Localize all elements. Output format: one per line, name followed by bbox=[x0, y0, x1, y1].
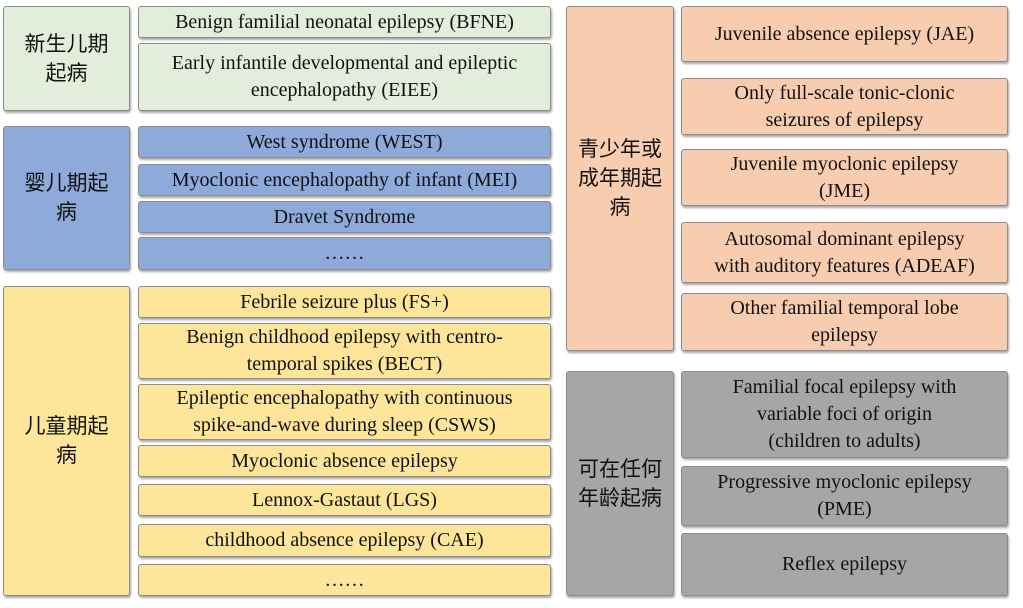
node-ffevf: Familial focal epilepsy with variable fo… bbox=[681, 371, 1008, 458]
category-label: 新生儿期 起病 bbox=[24, 31, 109, 85]
node-label: …… bbox=[324, 242, 365, 264]
node-csws: Epileptic encephalopathy with continuous… bbox=[138, 384, 551, 440]
node-label: Dravet Syndrome bbox=[273, 205, 416, 228]
node-lgs: Lennox-Gastaut (LGS) bbox=[138, 484, 551, 516]
category-label: 青少年或 成年期起 病 bbox=[578, 137, 662, 219]
node-label: Epileptic encephalopathy with continuous… bbox=[176, 387, 513, 436]
category-adolescent-adult-onset: 青少年或 成年期起 病 bbox=[566, 6, 674, 351]
node-label: childhood absence epilepsy (CAE) bbox=[205, 529, 484, 551]
node-mei: Myoclonic encephalopathy of infant (MEI) bbox=[138, 164, 551, 196]
node-west: West syndrome (WEST) bbox=[138, 126, 551, 158]
category-infant-onset: 婴儿期起 病 bbox=[3, 126, 130, 270]
node-bfne: Benign familial neonatal epilepsy (BFNE) bbox=[138, 6, 551, 38]
node-fs-plus: Febrile seizure plus (FS+) bbox=[138, 286, 551, 318]
category-any-age-onset: 可在任何 年龄起病 bbox=[566, 371, 674, 596]
node-label: Juvenile myoclonic epilepsy (JME) bbox=[730, 152, 959, 202]
node-adeaf: Autosomal dominant epilepsy with auditor… bbox=[681, 222, 1008, 283]
node-gtcs-only: Only full-scale tonic-clonic seizures of… bbox=[681, 78, 1008, 135]
node-bect: Benign childhood epilepsy with centro- t… bbox=[138, 323, 551, 379]
node-infant-more: …… bbox=[138, 237, 551, 270]
node-label: Lennox-Gastaut (LGS) bbox=[252, 488, 437, 511]
category-label: 可在任何 年龄起病 bbox=[578, 456, 662, 510]
node-label: Autosomal dominant epilepsy with auditor… bbox=[714, 227, 975, 277]
node-label: Only full-scale tonic-clonic seizures of… bbox=[734, 81, 955, 131]
node-label: West syndrome (WEST) bbox=[246, 130, 443, 153]
node-label: Familial focal epilepsy with variable fo… bbox=[732, 376, 957, 452]
node-cae: childhood absence epilepsy (CAE) bbox=[138, 524, 551, 557]
node-familial-temporal: Other familial temporal lobe epilepsy bbox=[681, 293, 1008, 351]
node-label: Reflex epilepsy bbox=[782, 553, 907, 575]
node-label: Juvenile absence epilepsy (JAE) bbox=[714, 22, 975, 45]
node-label: …… bbox=[324, 568, 365, 591]
node-label: Progressive myoclonic epilepsy (PME) bbox=[717, 471, 972, 520]
node-pme: Progressive myoclonic epilepsy (PME) bbox=[681, 466, 1008, 526]
node-myoclonic-absence: Myoclonic absence epilepsy bbox=[138, 445, 551, 477]
category-label: 婴儿期起 病 bbox=[24, 171, 109, 224]
node-label: Benign familial neonatal epilepsy (BFNE) bbox=[175, 10, 514, 33]
node-label: Myoclonic encephalopathy of infant (MEI) bbox=[171, 168, 518, 191]
category-neonatal-onset: 新生儿期 起病 bbox=[3, 6, 130, 111]
node-label: Benign childhood epilepsy with centro- t… bbox=[186, 326, 503, 375]
category-childhood-onset: 儿童期起 病 bbox=[3, 286, 130, 596]
node-label: Myoclonic absence epilepsy bbox=[231, 449, 458, 472]
node-dravet: Dravet Syndrome bbox=[138, 201, 551, 233]
node-label: Febrile seizure plus (FS+) bbox=[240, 290, 449, 313]
node-label: Other familial temporal lobe epilepsy bbox=[730, 297, 959, 346]
node-label: Early infantile developmental and epilep… bbox=[171, 52, 518, 101]
node-eiee: Early infantile developmental and epilep… bbox=[138, 43, 551, 111]
node-jae: Juvenile absence epilepsy (JAE) bbox=[681, 6, 1008, 62]
category-label: 儿童期起 病 bbox=[24, 414, 109, 467]
node-reflex: Reflex epilepsy bbox=[681, 533, 1008, 596]
node-childhood-more: …… bbox=[138, 564, 551, 596]
node-jme: Juvenile myoclonic epilepsy (JME) bbox=[681, 149, 1008, 206]
